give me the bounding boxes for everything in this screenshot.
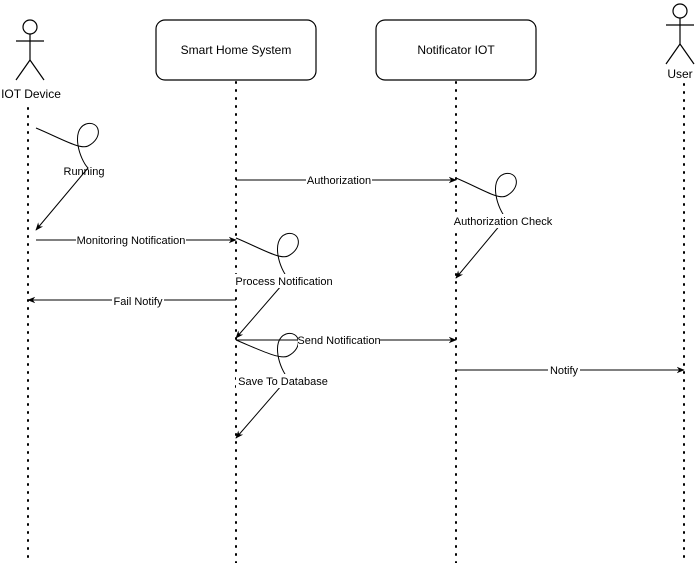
message-monitoring-notification: Monitoring Notification [36, 233, 237, 247]
message-label-fail-notify: Fail Notify [114, 296, 163, 308]
message-label-save-to-database: Save To Database [238, 376, 328, 388]
stick-figure-icon [15, 19, 45, 81]
actor-iot-device: IOT Device [0, 19, 62, 102]
actor-label-iot-device: IOT Device [1, 87, 61, 101]
message-notify: Notify [456, 363, 685, 377]
message-authorization: Authorization [236, 173, 457, 187]
message-label-running: Running [64, 166, 105, 178]
message-authorization-check: Authorization Check [454, 172, 553, 279]
message-save-to-database: Save To Database [235, 332, 330, 439]
participant-smart-home-system: Smart Home System [155, 19, 317, 81]
message-fail-notify: Fail Notify [27, 293, 236, 308]
message-send-notification-label-group: Send Notification [297, 333, 381, 347]
message-running: Running [35, 122, 105, 231]
message-label-process-notification: Process Notification [235, 276, 332, 288]
message-process-notification: Process Notification [234, 232, 334, 339]
message-label-authorization: Authorization [307, 175, 371, 187]
actor-user: User [664, 3, 696, 81]
message-label-notify: Notify [550, 365, 579, 377]
participant-notificator-iot: Notificator IOT [375, 19, 537, 81]
stick-figure-icon [665, 3, 695, 65]
participant-label-smart-home-system: Smart Home System [181, 43, 292, 57]
actor-label-user: User [667, 67, 692, 81]
message-label-send-notification: Send Notification [297, 335, 380, 347]
message-label-authorization-check: Authorization Check [454, 216, 553, 228]
participant-label-notificator-iot: Notificator IOT [417, 43, 495, 57]
message-label-monitoring-notification: Monitoring Notification [77, 235, 186, 247]
